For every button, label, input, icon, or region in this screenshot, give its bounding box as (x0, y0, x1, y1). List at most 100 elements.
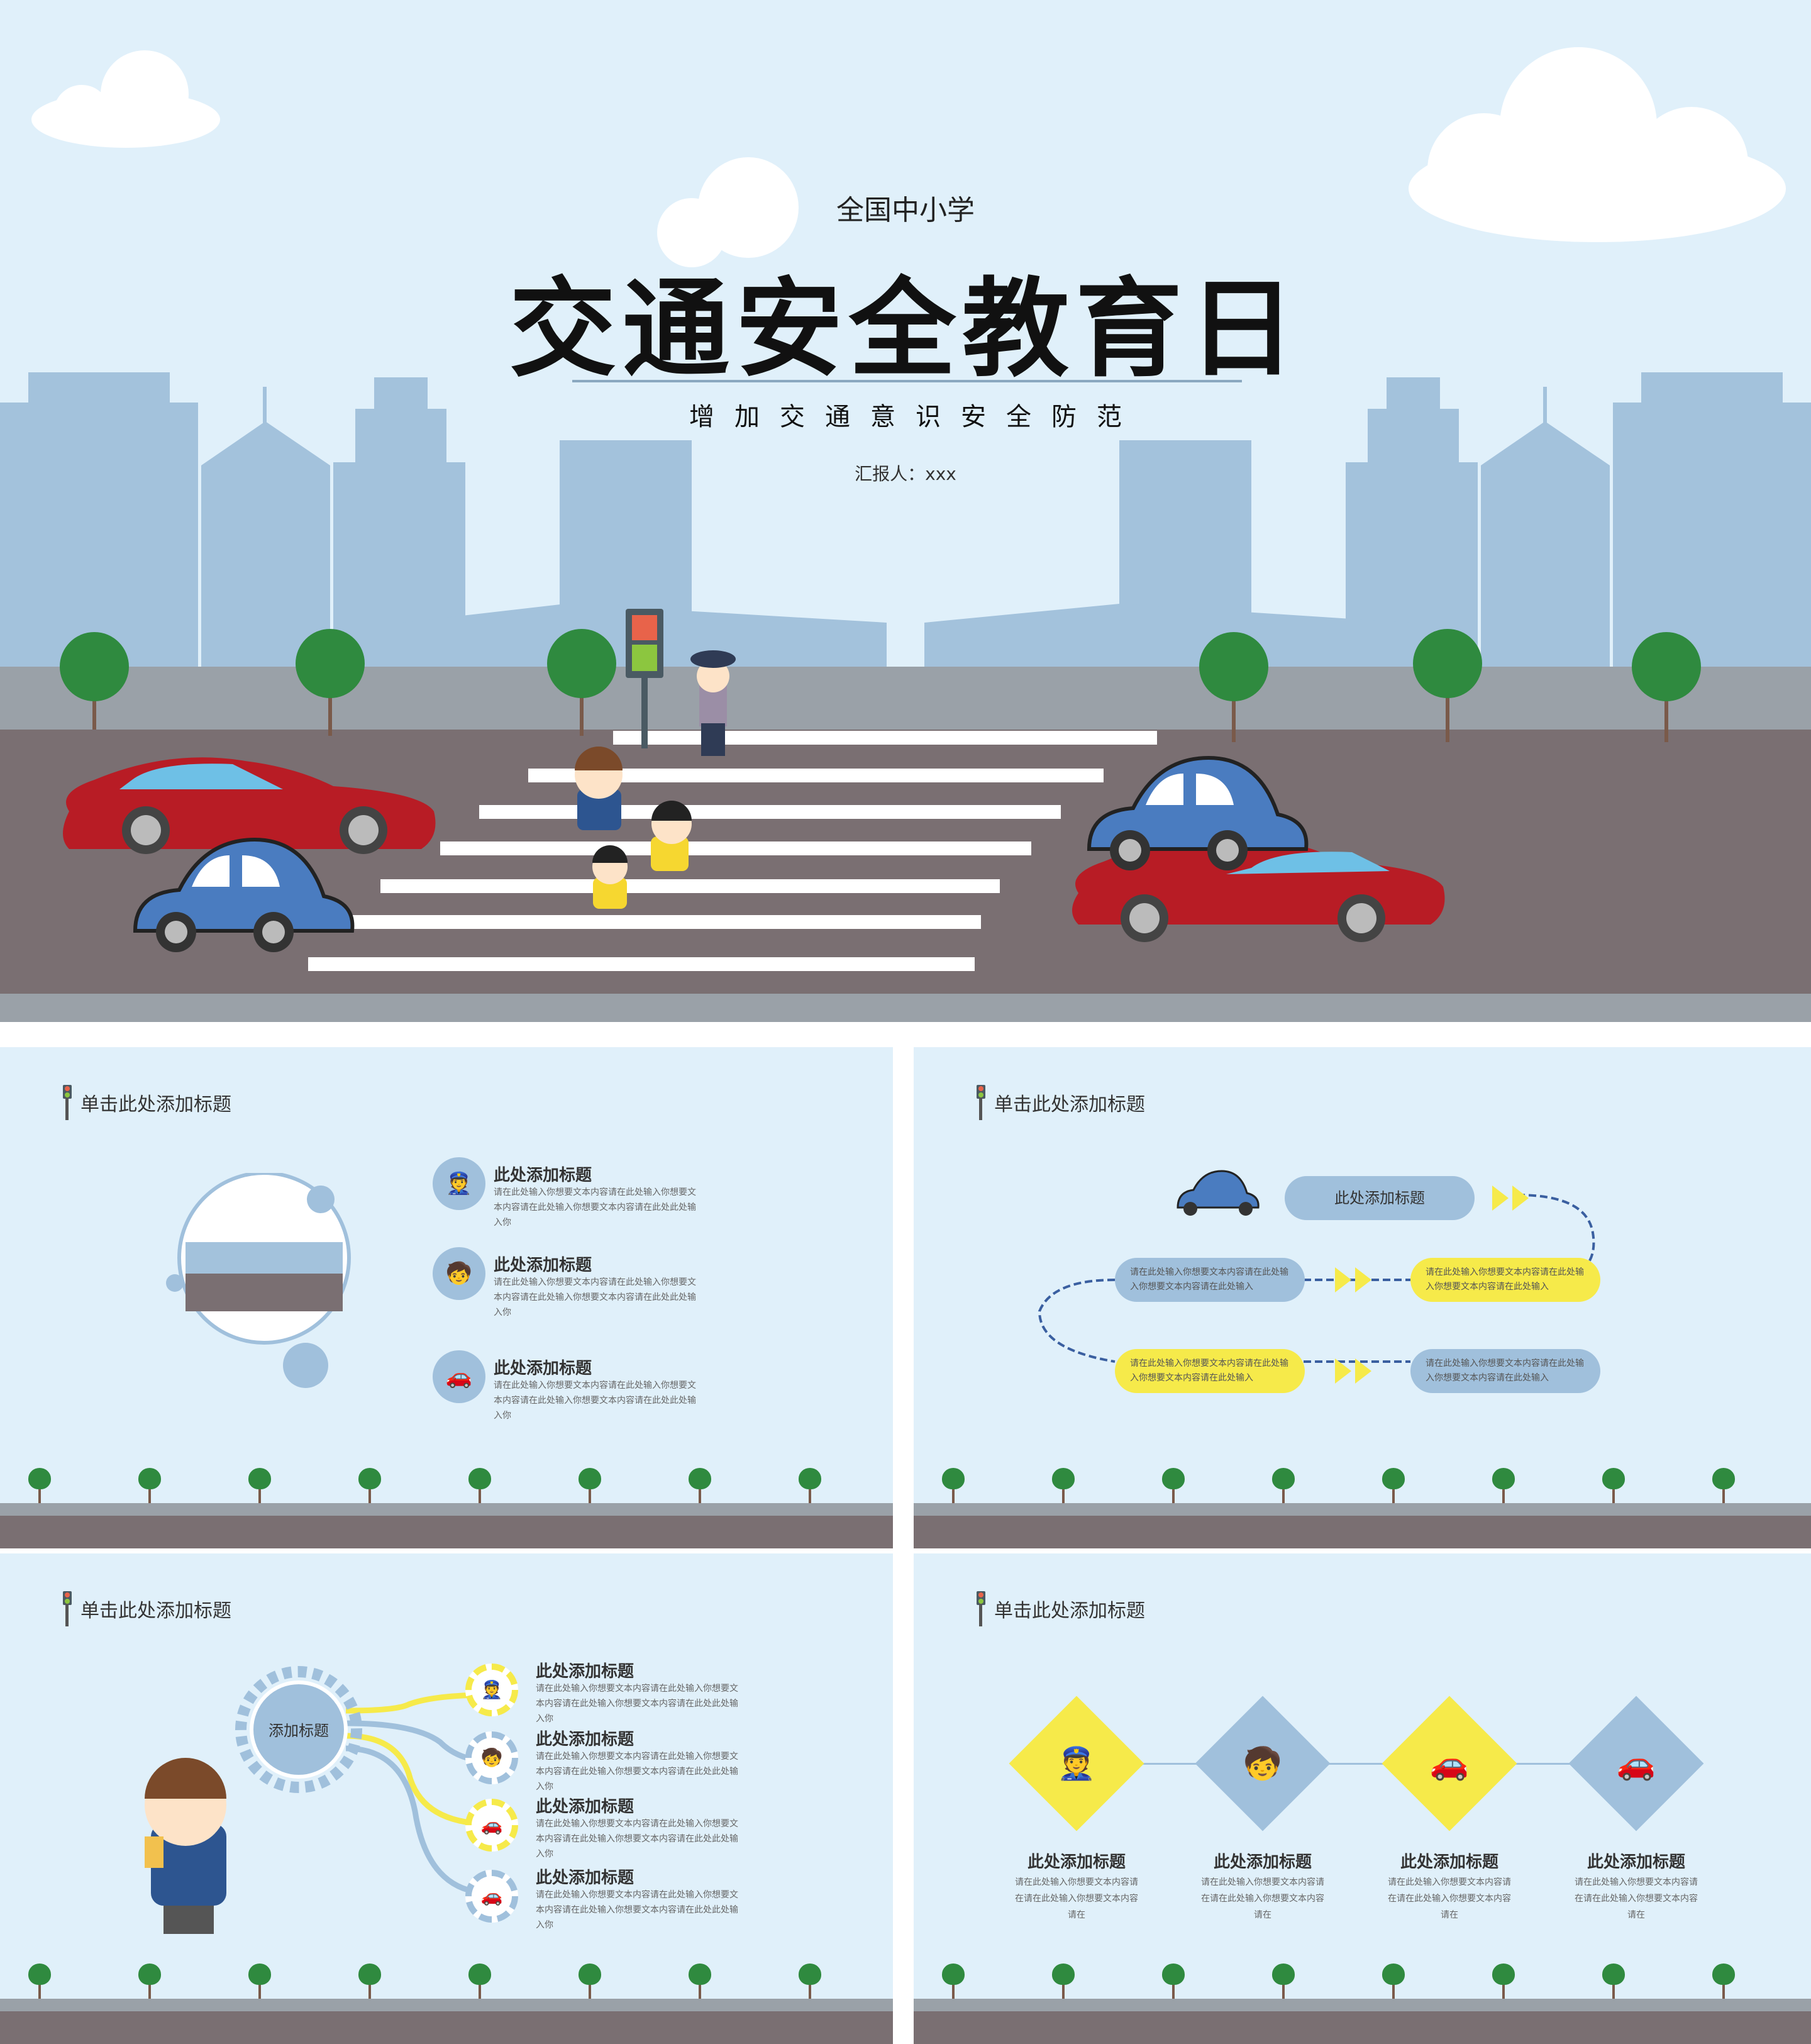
item-title: 此处添加标题 (536, 1662, 634, 1681)
tree-icon (577, 1963, 602, 1999)
tree-icon (1381, 1468, 1406, 1503)
city-circle-image (166, 1173, 351, 1345)
traffic-light-icon (977, 1085, 985, 1120)
road (914, 1503, 1811, 1548)
blue-car-icon (133, 837, 355, 952)
police-icon (690, 650, 736, 756)
flow-pill: 请在此处输入你想要文本内容请在此处输入你想要文本内容请在此处输入 (1410, 1349, 1600, 1393)
tree-icon (941, 1468, 966, 1503)
child-icon (575, 747, 692, 909)
tree-icon (1381, 1963, 1406, 1999)
tree-icon (687, 1468, 712, 1503)
tree-icon (27, 1468, 52, 1503)
tree-icon (797, 1468, 822, 1503)
slide-title: 单击此处添加标题 (994, 1600, 1145, 1622)
item-text: 请在此处输入你想要文本内容请在请在此处输入你想要文本内容请在 (1201, 1877, 1324, 1920)
cover-slide: 全国中小学 交通安全教育日 增加交通意识安全防范 汇报人：xxx (0, 0, 1811, 1022)
item-text: 请在此处输入你想要文本内容请在此处输入你想要文本内容请在此处输入你想要文本内容请… (536, 1752, 738, 1792)
tree-icon (357, 1468, 382, 1503)
item-text: 请在此处输入你想要文本内容请在此处输入你想要文本内容请在此处输入你想要文本内容请… (494, 1187, 696, 1228)
car-icon (1177, 1170, 1260, 1216)
red-car-icon (1072, 835, 1445, 942)
city-skyline (0, 372, 1811, 667)
traffic-light-icon (626, 609, 663, 748)
gear-icon: 🚗 (465, 1870, 518, 1923)
tree-icon (357, 1963, 382, 1999)
tree-icon (27, 1963, 52, 1999)
diamond-police-icon: 👮 (1009, 1696, 1144, 1831)
item-title: 此处添加标题 (1027, 1853, 1126, 1872)
diamond-car-icon: 🚗 (1568, 1696, 1704, 1831)
item-text: 请在此处输入你想要文本内容请在此处输入你想要文本内容请在此处输入你想要文本内容请… (536, 1684, 738, 1724)
tree-icon (137, 1963, 162, 1999)
road (0, 1999, 893, 2044)
tree-icon (1711, 1963, 1736, 1999)
road (914, 1999, 1811, 2044)
blue-car-icon (1087, 755, 1309, 870)
cover-title: 交通安全教育日 (509, 267, 1302, 392)
reporter: 汇报人：xxx (855, 464, 956, 484)
tree-icon (797, 1963, 822, 1999)
traffic-light-icon (63, 1591, 72, 1626)
gear-icon: 👮 (465, 1664, 518, 1716)
arrow-icon (1335, 1358, 1351, 1384)
slide-4: 单击此处添加标题 添加标题 👮此处添加标题请在此处输入你想要文本内容请在此处输入… (0, 1553, 893, 2044)
cover-subtitle: 增加交通意识安全防范 (689, 403, 1142, 431)
tree-icon (577, 1468, 602, 1503)
gear-icon: 🚗 (465, 1799, 518, 1852)
item-title: 此处添加标题 (494, 1256, 592, 1275)
tree-icon (467, 1963, 492, 1999)
tree-icon (1271, 1468, 1296, 1503)
tree-icon (137, 1468, 162, 1503)
cover-pre-title: 全国中小学 (836, 194, 975, 226)
arrow-icon (1335, 1267, 1351, 1292)
tree-icon (1491, 1468, 1516, 1503)
flow-connectors (1038, 1170, 1595, 1363)
cloud-icon (31, 47, 1786, 267)
gear-label: 添加标题 (269, 1722, 329, 1740)
tree-icon (1271, 1963, 1296, 1999)
slide-title: 单击此处添加标题 (994, 1094, 1145, 1116)
tree-icon (687, 1963, 712, 1999)
car-icon: 🚗 (433, 1350, 485, 1403)
tree-icon (1601, 1963, 1626, 1999)
flow-pill: 请在此处输入你想要文本内容请在此处输入你想要文本内容请在此处输入 (1115, 1349, 1305, 1393)
item-text: 请在此处输入你想要文本内容请在请在此处输入你想要文本内容请在 (1575, 1877, 1698, 1920)
police-icon: 👮 (433, 1157, 485, 1210)
item-text: 请在此处输入你想要文本内容请在请在此处输入你想要文本内容请在 (1388, 1877, 1511, 1920)
tree-icon (941, 1963, 966, 1999)
diamond-child-icon: 🧒 (1195, 1696, 1331, 1831)
decor-circle (283, 1343, 328, 1388)
item-text: 请在此处输入你想要文本内容请在此处输入你想要文本内容请在此处输入你想要文本内容请… (536, 1890, 738, 1930)
tree-icon (1051, 1468, 1076, 1503)
crosswalk (308, 731, 1157, 971)
tree-icon (1491, 1963, 1516, 1999)
slide-2: 单击此处添加标题 👮此处添加标题请在此处输入你想要文本内容请在此处输入你想要文本… (0, 1047, 893, 1548)
traffic-light-icon (977, 1591, 985, 1626)
diamond-car-icon: 🚗 (1382, 1696, 1517, 1831)
item-title: 此处添加标题 (494, 1359, 592, 1378)
item-title: 此处添加标题 (536, 1797, 634, 1816)
connector-line (1077, 1763, 1637, 1765)
flow-pill: 请在此处输入你想要文本内容请在此处输入你想要文本内容请在此处输入 (1410, 1258, 1600, 1302)
tree-icon (247, 1963, 272, 1999)
item-text: 请在此处输入你想要文本内容请在此处输入你想要文本内容请在此处输入你想要文本内容请… (536, 1819, 738, 1859)
slide-title: 单击此处添加标题 (80, 1094, 231, 1116)
item-title: 此处添加标题 (1213, 1853, 1312, 1872)
arrow-icon (1492, 1186, 1509, 1211)
gear-diagram (145, 1666, 491, 1934)
item-title: 此处添加标题 (494, 1166, 592, 1185)
item-title: 此处添加标题 (536, 1869, 634, 1887)
road (0, 1503, 893, 1548)
tree-icon (1711, 1468, 1736, 1503)
traffic-light-icon (63, 1085, 72, 1120)
child-icon (145, 1758, 226, 1934)
item-title: 此处添加标题 (536, 1730, 634, 1749)
gear-icon: 🧒 (465, 1731, 518, 1784)
child-icon: 🧒 (433, 1247, 485, 1300)
tree-icon (1601, 1468, 1626, 1503)
flow-pill: 请在此处输入你想要文本内容请在此处输入你想要文本内容请在此处输入 (1115, 1258, 1305, 1302)
item-title: 此处添加标题 (1587, 1853, 1685, 1872)
tree-icon (467, 1468, 492, 1503)
tree-icon (1161, 1963, 1186, 1999)
